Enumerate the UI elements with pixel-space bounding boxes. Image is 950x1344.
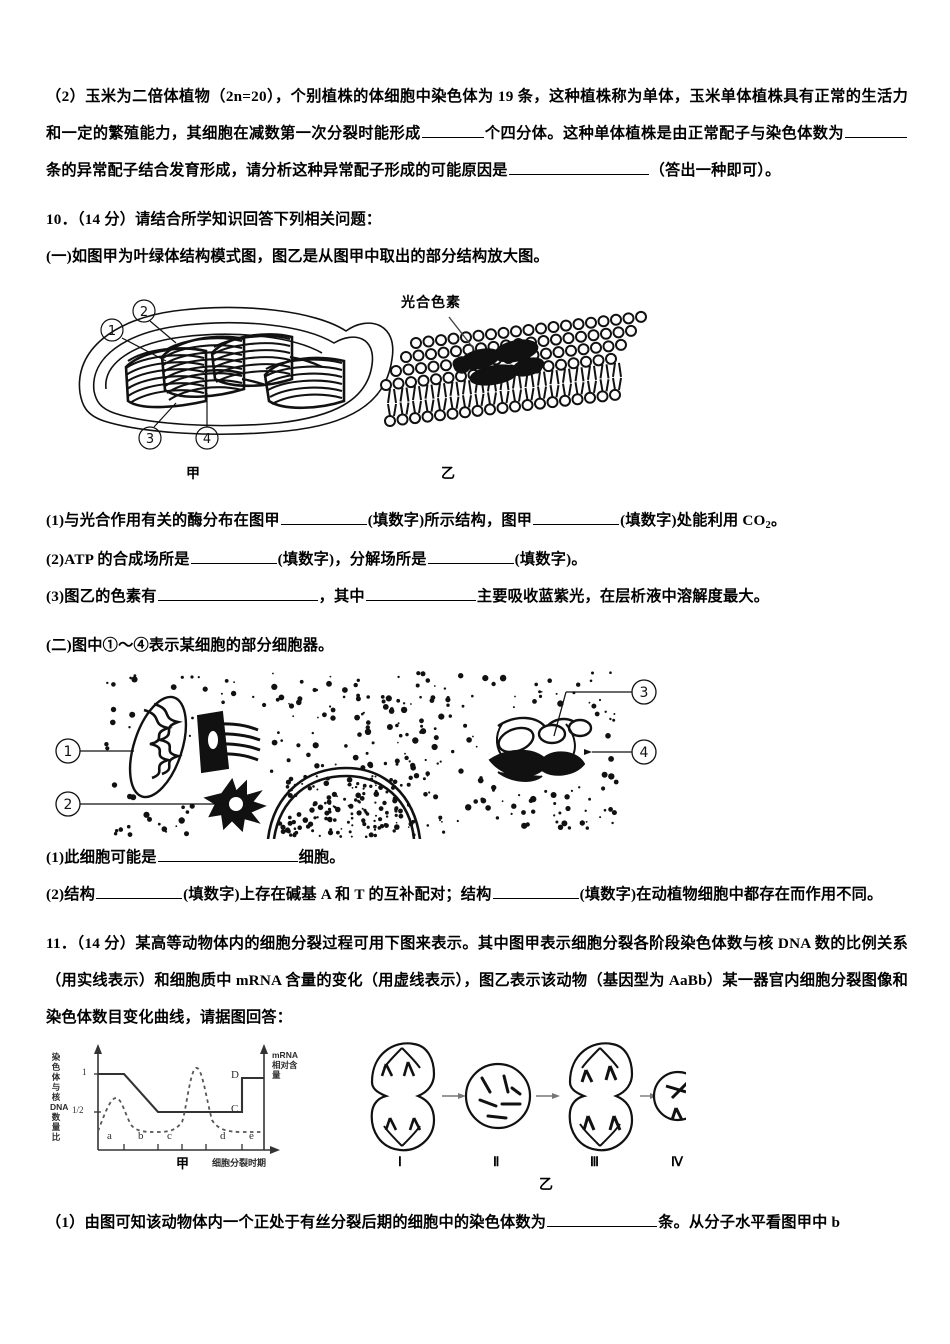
q11-sub1: （1）由图可知该动物体内一个正处于有丝分裂后期的细胞中的染色体数为 条。从分子水平… [46, 1204, 908, 1241]
chart-ytick-half: 1/2 [72, 1105, 84, 1115]
q10-section-two-title: (二)图中①～④表示某细胞的部分细胞器。 [46, 637, 334, 654]
answer-blank[interactable] [96, 883, 183, 899]
q10-sub2-seg1: (2)ATP 的合成场所是 [46, 551, 190, 568]
figure-organelles: 1 2 3 4 [46, 664, 908, 840]
figure-chloroplast-and-thylakoid: 2 1 3 4 [46, 275, 908, 490]
q10-sub1: (1)与光合作用有关的酶分布在图甲 (填数字)所示结构，图甲 (填数字)处能利用 C… [46, 502, 908, 541]
q11-sub1-seg2: 条。从分子水平看图甲中 b [658, 1214, 841, 1231]
answer-blank[interactable] [421, 122, 484, 138]
photosynthetic-pigment-label: 光合色素 [401, 294, 461, 310]
cell-label-IV: Ⅳ [671, 1154, 683, 1169]
q10-sub1-seg3: (填数字)处能利用 CO [620, 512, 766, 529]
q10-sub3-seg3: 主要吸收蓝紫光，在层析液中溶解度最大。 [476, 588, 770, 605]
chart-y-axis-title: 染色体与核 DNA 数量比 [50, 1052, 69, 1142]
answer-blank[interactable] [190, 548, 277, 564]
chart-ytick-1: 1 [82, 1067, 87, 1077]
q10-sub1-seg2: (填数字)所示结构，图甲 [367, 512, 533, 529]
figure-chloroplast-svg: 2 1 3 4 [78, 299, 647, 450]
figure-a-label-1: 1 [108, 324, 116, 339]
q10-sub3-seg2: ，其中 [318, 588, 365, 605]
co2-subscript: 2 [765, 520, 772, 531]
answer-blank[interactable] [533, 509, 620, 525]
chart-stage-b: b [138, 1130, 144, 1142]
q9-text-seg3: 条的异常配子结合发育形成，请分析这种异常配子形成的可能原因是 [46, 162, 508, 179]
chart-stage-e: e [249, 1130, 254, 1142]
q10-sub4-seg2: 细胞。 [298, 849, 345, 866]
series-dashed-mrna [97, 1067, 264, 1133]
question-10-section-one-title: (一)如图甲为叶绿体结构模式图，图乙是从图甲中取出的部分结构放大图。 [46, 248, 549, 265]
figure-organelle-svg: 1 2 3 4 [55, 671, 657, 840]
figure-a-label-2: 2 [140, 305, 148, 320]
chart-jia [94, 1044, 280, 1154]
figure-c-label-3: 3 [640, 685, 649, 701]
chart-caption-jia: 甲 [176, 1156, 190, 1171]
figure-a-caption: 甲 [186, 465, 200, 481]
figure-c-label-2: 2 [64, 797, 73, 813]
answer-blank[interactable] [427, 548, 514, 564]
q10-sub3: (3)图乙的色素有 ，其中 主要吸收蓝紫光，在层析液中溶解度最大。 [46, 578, 908, 615]
answer-blank[interactable] [157, 846, 298, 862]
q10-sub4-seg1: (1)此细胞可能是 [46, 849, 157, 866]
q10-sub1-seg4: 。 [771, 512, 787, 529]
figure-a-label-4: 4 [203, 432, 211, 447]
q9-text-seg2: 个四分体。这种单体植株是由正常配子与染色体数为 [484, 125, 844, 142]
q10-sub2: (2)ATP 的合成场所是 (填数字)，分解场所是 (填数字)。 [46, 541, 908, 578]
answer-blank[interactable] [157, 585, 318, 601]
figure-c-label-4: 4 [640, 745, 649, 761]
figure-a-label-3: 3 [146, 432, 154, 447]
q10-sub4: (1)此细胞可能是 细胞。 [46, 839, 908, 876]
cell-label-III: Ⅲ [590, 1154, 599, 1169]
q10-sub2-seg3: (填数字)。 [514, 551, 587, 568]
answer-blank[interactable] [365, 585, 476, 601]
answer-blank[interactable] [547, 1211, 658, 1227]
q9-text-seg1: （2）玉米为二倍体植物（2n=20），个别植株的体细胞中染色体为 19 条，这种… [46, 88, 908, 142]
figure-c-label-1: 1 [64, 744, 73, 760]
chart-stage-d: d [220, 1130, 226, 1142]
chart-stage-c: c [167, 1130, 172, 1142]
cell-label-I: Ⅰ [398, 1154, 402, 1169]
q10-sub5-seg1: (2)结构 [46, 886, 96, 903]
cell-label-II: Ⅱ [493, 1154, 500, 1169]
q9-text-seg4: （答出一种即可）。 [649, 162, 781, 179]
figure-yi-caption: 乙 [539, 1176, 553, 1192]
chart-y2-axis-title: mRNA 相对含量 [272, 1050, 298, 1080]
question-10-stem: 10．（14 分）请结合所学知识回答下列相关问题： [46, 211, 382, 228]
answer-blank[interactable] [492, 883, 579, 899]
question-11-stem: 11．（14 分）某高等动物体内的细胞分裂过程可用下图来表示。其中图甲表示细胞分… [46, 935, 908, 1026]
series-solid [98, 1072, 264, 1114]
page-content: （2）玉米为二倍体植物（2n=20），个别植株的体细胞中染色体为 19 条，这种… [46, 78, 908, 1241]
answer-blank[interactable] [844, 122, 907, 138]
q10-sub3-seg1: (3)图乙的色素有 [46, 588, 157, 605]
answer-blank[interactable] [508, 159, 649, 175]
q10-sub1-seg1: (1)与光合作用有关的酶分布在图甲 [46, 512, 280, 529]
q10-sub5: (2)结构 (填数字)上存在碱基 A 和 T 的互补配对；结构 (填数字)在动植物细… [46, 876, 908, 913]
chart-annotation-c: C [231, 1103, 239, 1115]
question-9-part-2: （2）玉米为二倍体植物（2n=20），个别植株的体细胞中染色体为 19 条，这种… [46, 78, 908, 189]
chart-stage-a: a [107, 1130, 112, 1142]
answer-blank[interactable] [280, 509, 367, 525]
q10-sub5-seg2: (填数字)上存在碱基 A 和 T 的互补配对；结构 [183, 886, 492, 903]
q11-sub1-seg1: （1）由图可知该动物体内一个正处于有丝分裂后期的细胞中的染色体数为 [46, 1214, 547, 1231]
figure-yi-cells [370, 1042, 686, 1152]
figure-q11: 染色体与核 DNA 数量比 mRNA 相对含量 1 1/2 a b c d e … [46, 1036, 908, 1192]
q10-sub2-seg2: (填数字)，分解场所是 [277, 551, 427, 568]
chart-x-axis-title: 细胞分裂时期 [212, 1158, 267, 1168]
chart-annotation-d: D [231, 1069, 239, 1081]
figure-b-caption: 乙 [441, 465, 455, 481]
q10-sub5-seg3: (填数字)在动植物细胞中都存在而作用不同。 [579, 886, 883, 903]
